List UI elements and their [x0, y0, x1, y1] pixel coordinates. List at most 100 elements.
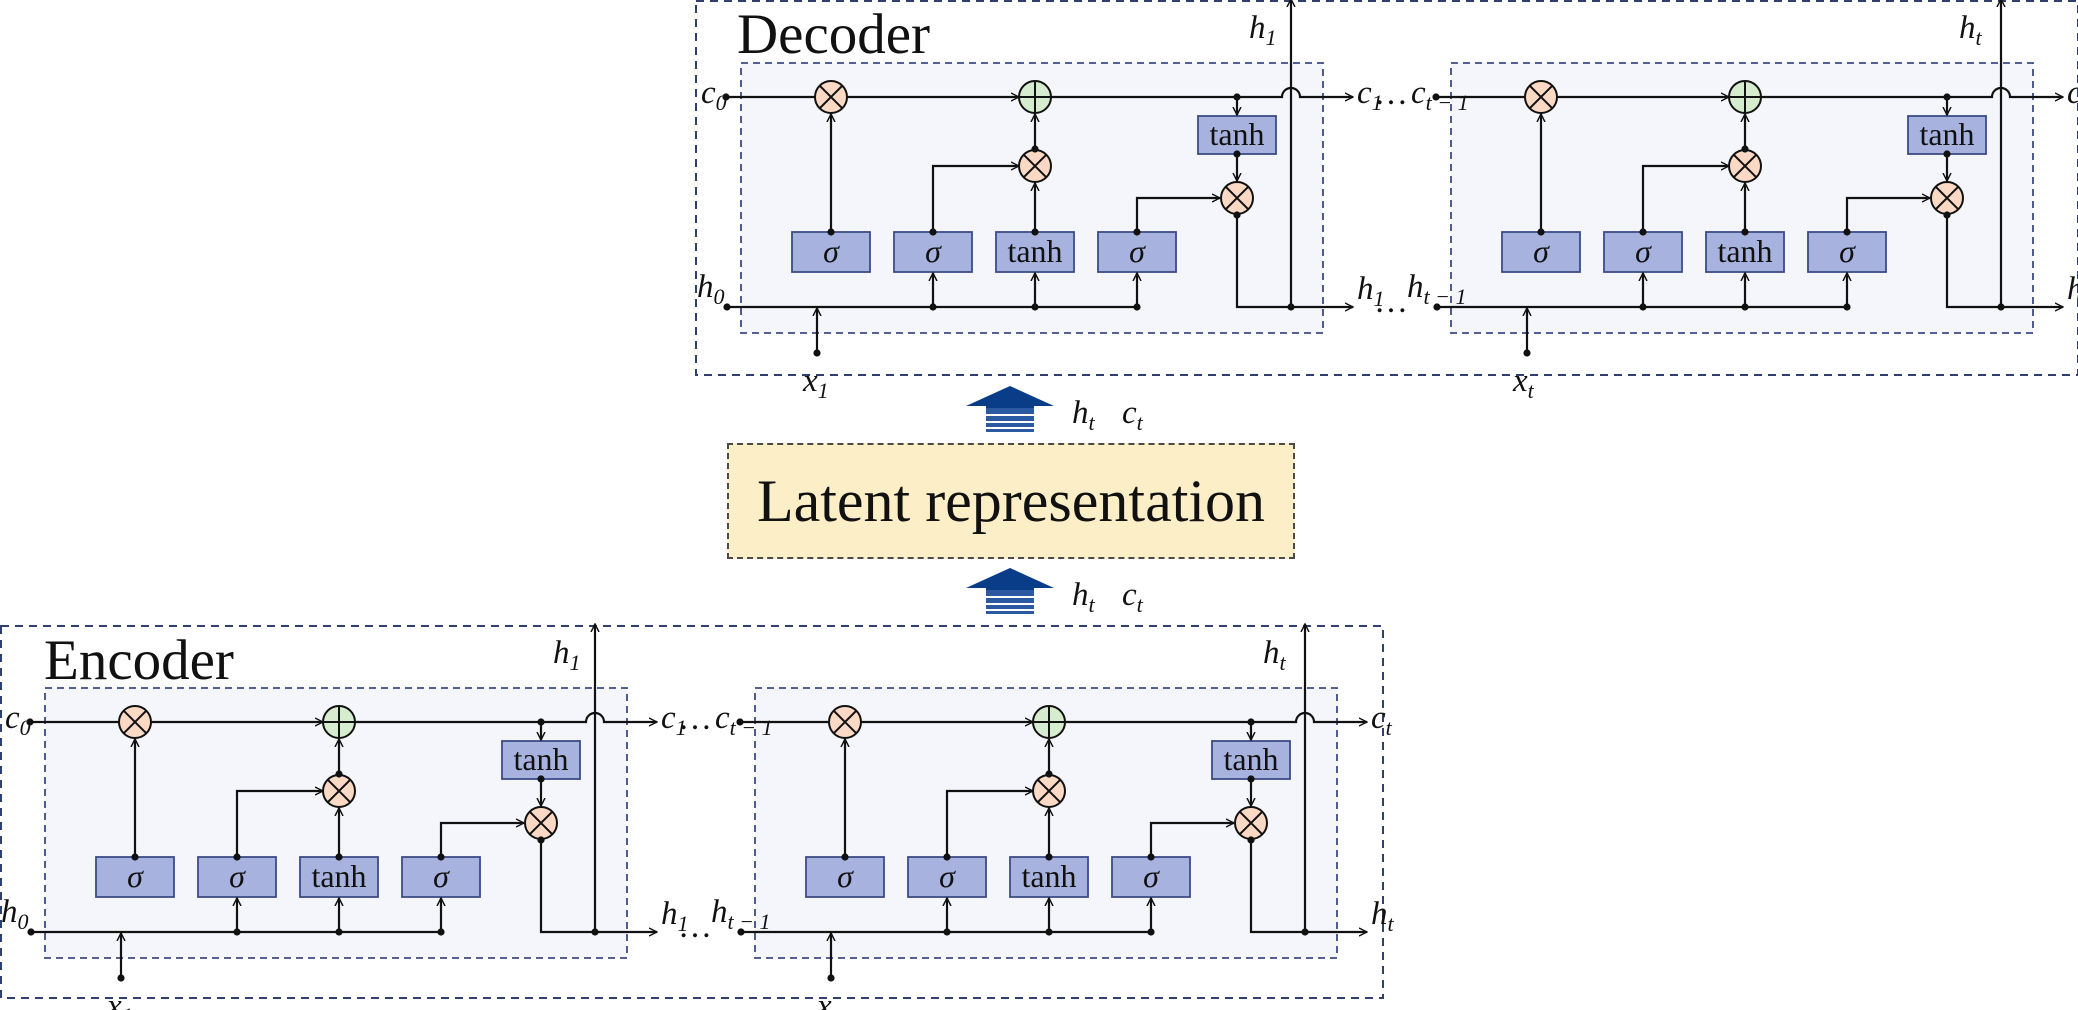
x-label-symbol: x: [802, 363, 818, 399]
sigma-gate: σ: [1097, 231, 1177, 273]
h-out-label-symbol: h: [1371, 896, 1388, 932]
sigma-gate: σ: [805, 856, 885, 898]
tanh-gate-box: [1009, 856, 1089, 898]
sigma-gate: σ: [1111, 856, 1191, 898]
h-out-label-symbol: h: [2067, 271, 2078, 307]
c-out-label-subscript: 1: [1372, 90, 1383, 115]
c-in-label-symbol: c: [1411, 75, 1426, 111]
h-up-label-subscript: 1: [570, 650, 581, 675]
op-stroke: [1238, 810, 1264, 836]
output-gate-line: [1135, 198, 1220, 232]
c-in-label-subscript: 0: [716, 90, 727, 115]
c-in-label-symbol: c: [5, 700, 20, 736]
arrow-body-stripe: [986, 429, 1034, 432]
ellipsis-label: …: [678, 700, 712, 737]
add-icon: [1032, 705, 1066, 739]
x-label: x1: [106, 988, 133, 1010]
c-out-label: c1: [661, 700, 687, 740]
decoder-title: Decoder: [737, 3, 931, 66]
h-up-label-symbol: h: [1959, 10, 1976, 46]
h-output-line: [539, 840, 657, 932]
h-out-label-symbol: h: [1357, 271, 1374, 307]
h-up-label-subscript: t: [1976, 25, 1983, 50]
ellipsis-label: …: [678, 908, 712, 945]
op-stroke: [1224, 185, 1250, 211]
tanh-gate: tanh: [501, 740, 581, 780]
multiply-icon: [828, 705, 862, 739]
h-in-label-subscript: t − 1: [1424, 284, 1467, 309]
op-stroke: [122, 709, 148, 735]
tanh-gate: tanh: [1211, 740, 1291, 780]
tanh-gate-label: tanh: [1919, 116, 1974, 152]
arrow-c-label-symbol: c: [1122, 395, 1137, 431]
output-gate-line: [1149, 823, 1234, 857]
arrow-body-stripe: [986, 408, 1034, 414]
sigma-gate: σ: [197, 856, 277, 898]
op-stroke: [1732, 153, 1758, 179]
h-in-label-subscript: 0: [18, 909, 29, 934]
sigma-gate-label: σ: [925, 233, 942, 269]
c-in-label: ct − 1: [1411, 75, 1469, 115]
tanh-gate-label: tanh: [1209, 116, 1264, 152]
arrow-c-label-symbol: c: [1122, 577, 1137, 613]
h-in-label-symbol: h: [697, 269, 714, 305]
arrow-body-stripe: [986, 598, 1034, 603]
arrow-h-label: ht: [1072, 577, 1096, 617]
sigma-gate-label: σ: [127, 858, 144, 894]
sigma-gate-label: σ: [1839, 233, 1856, 269]
c-in-label: c0: [5, 700, 31, 740]
h-in-label: ht − 1: [711, 894, 770, 934]
sigma-gate-label: σ: [837, 858, 854, 894]
h-up-label-subscript: 1: [1266, 25, 1277, 50]
op-stroke: [326, 778, 352, 804]
sigma-gate-label: σ: [433, 858, 450, 894]
arrow-c-label: ct: [1122, 577, 1144, 617]
x-label-subscript: t: [1528, 378, 1535, 403]
h-out-label-symbol: h: [661, 896, 678, 932]
sigma-gate-box: [401, 856, 481, 898]
input-gate-line: [945, 791, 1033, 857]
multiply-icon: [814, 80, 848, 114]
junction-dot: [722, 93, 730, 101]
junction-dot: [26, 718, 34, 726]
ellipsis-label: …: [1374, 283, 1408, 320]
tanh-gate: tanh: [1907, 115, 1987, 155]
sigma-gate-box: [893, 231, 973, 273]
latent-representation-box: Latent representation: [727, 443, 1295, 559]
sigma-gate-box: [1097, 231, 1177, 273]
sigma-gate: σ: [1603, 231, 1683, 273]
junction-dot: [736, 718, 744, 726]
x-label-subscript: 1: [818, 378, 829, 403]
h-up-label-symbol: h: [1263, 635, 1280, 671]
sigma-gate: σ: [907, 856, 987, 898]
h-in-label: h0: [697, 269, 725, 309]
h-in-label-subscript: t − 1: [728, 909, 771, 934]
h-up-label-symbol: h: [553, 635, 570, 671]
tanh-gate-box: [1211, 740, 1291, 780]
sigma-gate-box: [1501, 231, 1581, 273]
arrow-h-label-subscript: t: [1089, 592, 1096, 617]
c-out-label: ct: [1371, 700, 1393, 740]
op-stroke: [1528, 84, 1554, 110]
c-in-label: c0: [701, 75, 727, 115]
h-up-label: ht: [1959, 10, 1983, 50]
h-up-label-subscript: t: [1280, 650, 1287, 675]
c-in-label-subscript: t − 1: [1426, 90, 1469, 115]
c-out-label: ct: [2067, 75, 2078, 115]
sigma-gate-label: σ: [229, 858, 246, 894]
sigma-gate-box: [1603, 231, 1683, 273]
sigma-gate-box: [1807, 231, 1887, 273]
op-stroke: [528, 810, 554, 836]
tanh-gate: tanh: [1197, 115, 1277, 155]
encoder-title: Encoder: [44, 629, 234, 692]
ellipsis-label: …: [1374, 75, 1408, 112]
sigma-gate: σ: [95, 856, 175, 898]
op-stroke: [1934, 185, 1960, 211]
sigma-gate-label: σ: [1143, 858, 1160, 894]
sigma-gate: σ: [1807, 231, 1887, 273]
op-stroke: [1022, 153, 1048, 179]
tanh-gate-box: [501, 740, 581, 780]
c-out-label: c1: [1357, 75, 1383, 115]
